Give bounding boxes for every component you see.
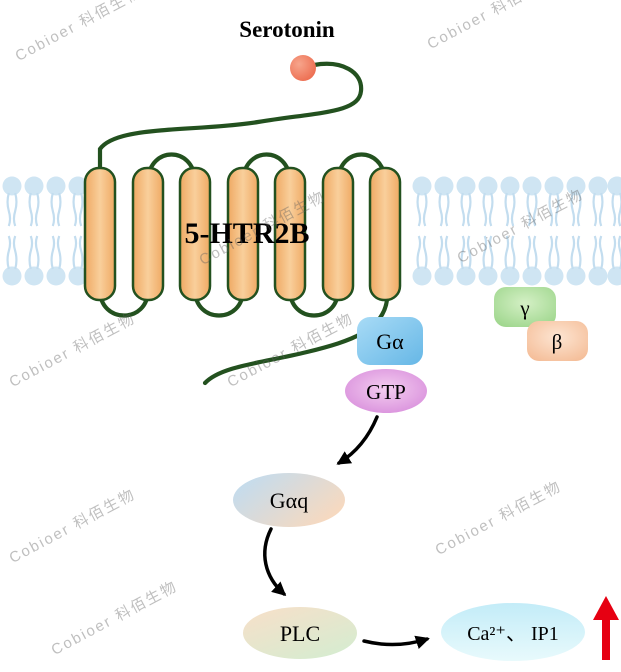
gamma-subunit [494, 287, 556, 327]
ca-ip1-node [441, 603, 585, 661]
serotonin-title: Serotonin [239, 17, 335, 42]
g-alpha-subunit [357, 317, 423, 365]
receptor-label: 5-HTR2B [184, 217, 309, 250]
gtp-molecule [345, 369, 427, 413]
arrow-gaq-to-plc [263, 527, 287, 597]
helix-4 [226, 166, 260, 302]
n-terminus-loop [97, 61, 364, 179]
helix-2 [131, 166, 165, 302]
arrow-gtp-to-gaq [336, 415, 379, 465]
signal-arrows [263, 415, 430, 650]
gaq-label: Gαq [270, 488, 308, 513]
plc-node [243, 607, 357, 659]
arrow-plc-to-ca [362, 635, 430, 650]
transmembrane-helices [83, 166, 402, 302]
g-alpha-label: Gα [376, 329, 404, 354]
helix-6 [321, 166, 355, 302]
red-up-arrow [593, 596, 619, 660]
beta-label: β [552, 330, 563, 354]
serotonin-ligand-ball [290, 55, 316, 81]
helix-3 [178, 166, 212, 302]
gaq-node [233, 473, 345, 527]
helix-5 [273, 166, 307, 302]
gtp-label: GTP [366, 380, 406, 404]
helix-1 [83, 166, 117, 302]
plc-label: PLC [280, 621, 320, 646]
gamma-label: γ [519, 296, 529, 320]
helix-7 [368, 166, 402, 302]
ca-ip1-label: Ca²⁺、 IP1 [467, 623, 559, 645]
beta-subunit [527, 321, 588, 361]
